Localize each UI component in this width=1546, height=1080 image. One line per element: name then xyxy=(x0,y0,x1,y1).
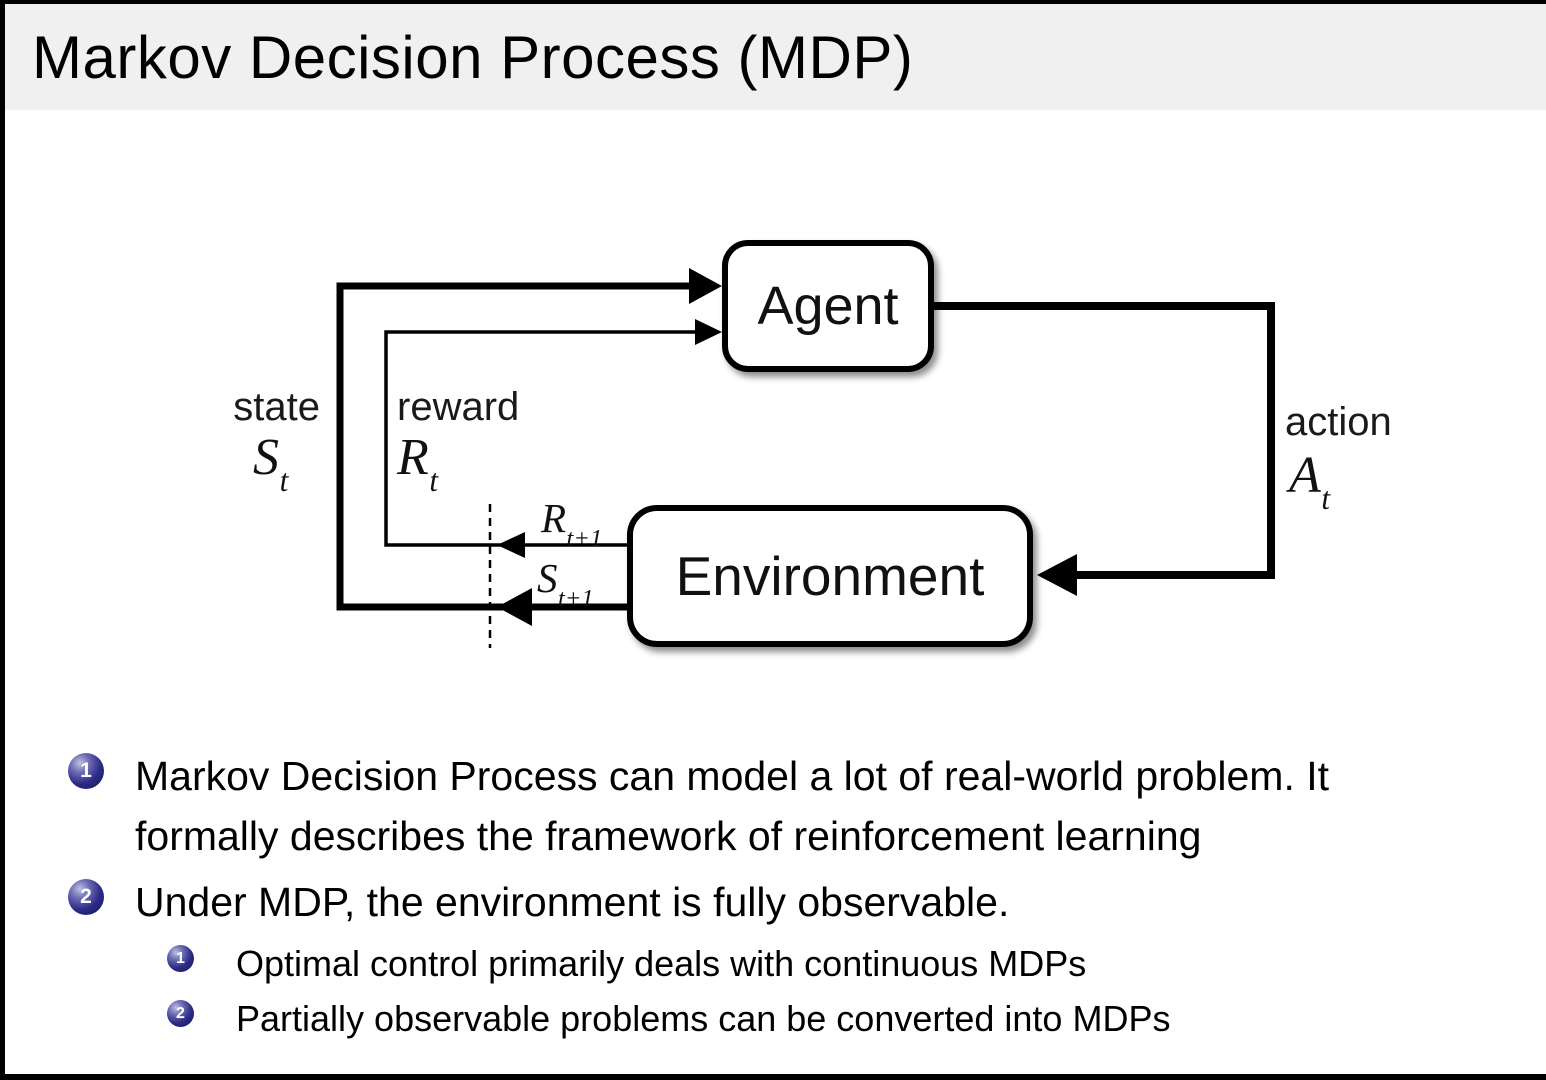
reward-subscript: t xyxy=(429,463,439,498)
bullet-2-line-1: Under MDP, the environment is fully obse… xyxy=(135,879,1010,925)
bullet-1-line-2: formally describes the framework of rein… xyxy=(135,813,1202,859)
next-reward-arrowhead xyxy=(497,532,525,558)
sub-bullet-2-text: Partially observable problems can be con… xyxy=(236,998,1171,1039)
state-subscript: t xyxy=(279,463,289,498)
frame-edge-left xyxy=(0,0,5,1080)
action-line xyxy=(930,302,1275,579)
reward-arrowhead-into-agent xyxy=(695,319,722,345)
state-word: state xyxy=(233,385,320,429)
next-state-arrowhead xyxy=(497,588,532,626)
action-symbol: At xyxy=(1289,447,1331,516)
state-symbol: St xyxy=(253,429,289,498)
sub-bullet-1-text: Optimal control primarily deals with con… xyxy=(236,943,1087,984)
next-reward-subscript: t+1 xyxy=(566,524,603,552)
reward-word: reward xyxy=(397,385,520,429)
bullet-1-line-1: Markov Decision Process can model a lot … xyxy=(135,753,1330,799)
bullet-1-text: Markov Decision Process can model a lot … xyxy=(135,746,1329,866)
environment-label: Environment xyxy=(675,545,985,607)
action-word: action xyxy=(1285,400,1392,444)
bullet-1-ball: 1 xyxy=(68,753,104,789)
bullet-2-ball: 2 xyxy=(68,879,104,915)
action-arrowhead-into-environment xyxy=(1037,554,1077,596)
state-line xyxy=(336,282,712,611)
action-subscript: t xyxy=(1321,481,1331,516)
next-state-symbol: St+1 xyxy=(537,555,594,612)
state-arrowhead-into-agent xyxy=(689,268,722,304)
next-reward-symbol: Rt+1 xyxy=(541,495,603,552)
agent-box: Agent xyxy=(722,240,934,372)
agent-label: Agent xyxy=(757,276,899,336)
next-state-subscript: t+1 xyxy=(557,584,594,612)
page-title: Markov Decision Process (MDP) xyxy=(32,23,914,91)
frame-edge-top xyxy=(0,0,1546,4)
title-bar: Markov Decision Process (MDP) xyxy=(5,4,1546,110)
environment-box: Environment xyxy=(627,505,1033,647)
sub-bullet-2-ball: 2 xyxy=(167,1000,194,1027)
bullet-2-text: Under MDP, the environment is fully obse… xyxy=(135,872,1009,932)
sub-bullet-1-ball: 1 xyxy=(167,945,194,972)
reward-symbol: Rt xyxy=(397,429,439,498)
frame-edge-bottom xyxy=(0,1074,1546,1080)
